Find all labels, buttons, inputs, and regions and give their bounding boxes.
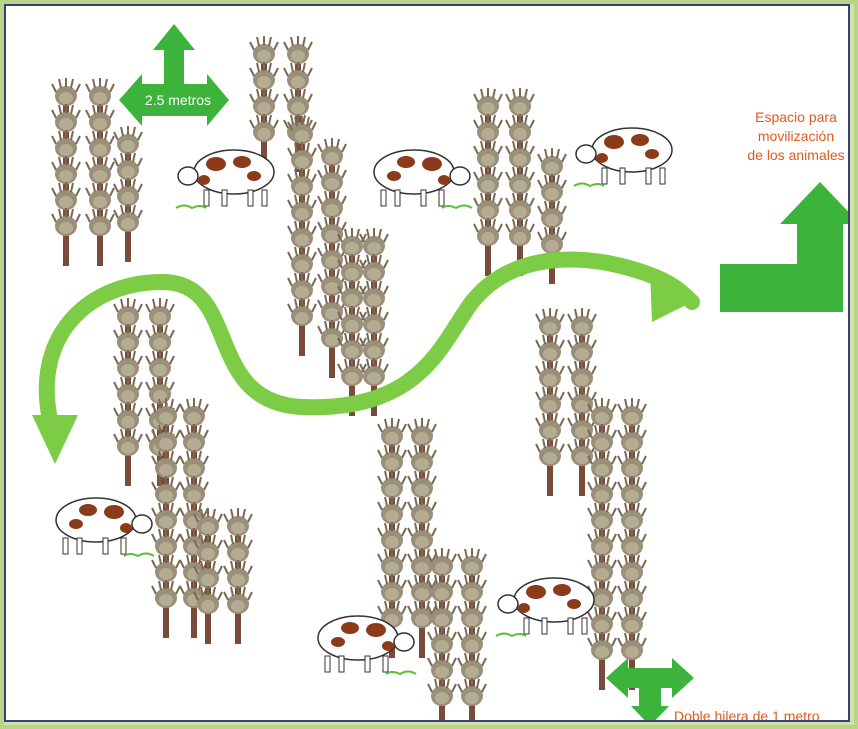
tree-icon bbox=[287, 297, 317, 357]
path-arrowhead-left bbox=[32, 415, 78, 464]
tree-icon bbox=[427, 677, 457, 720]
space-label-line-3: de los animales bbox=[747, 147, 845, 163]
tree-icon bbox=[113, 427, 143, 487]
tree-icon bbox=[457, 677, 487, 720]
space-label-line-2: movilización bbox=[757, 128, 835, 144]
cow-icon bbox=[55, 497, 155, 557]
tree-icon bbox=[151, 579, 181, 639]
cow-icon bbox=[573, 127, 673, 187]
width-label: 2.5 metros bbox=[144, 92, 212, 108]
path-arrowhead-right bbox=[650, 270, 692, 322]
double-row-label: Doble hilera de 1 metro bbox=[674, 708, 820, 722]
cow-icon bbox=[175, 149, 275, 209]
diagram-canvas bbox=[32, 24, 848, 720]
tree-icon bbox=[407, 599, 437, 659]
cow-icon bbox=[317, 615, 417, 675]
tree-icon bbox=[473, 217, 503, 277]
diagram-frame: 2.5 metros Espacio para movilización de … bbox=[4, 4, 850, 722]
tree-icon bbox=[85, 207, 115, 267]
tree-icon bbox=[51, 207, 81, 267]
movement-arrow-icon bbox=[720, 182, 848, 312]
space-label: Espacio para movilización de los animale… bbox=[728, 108, 848, 165]
tree-icon bbox=[535, 437, 565, 497]
movement-path bbox=[38, 251, 700, 428]
tree-icon bbox=[223, 585, 253, 645]
space-label-line-1: Espacio para bbox=[755, 109, 837, 125]
tree-icon bbox=[113, 203, 143, 263]
width-arrow-icon bbox=[119, 24, 229, 126]
cow-icon bbox=[373, 149, 473, 209]
cow-icon bbox=[495, 577, 595, 637]
double-row-arrow-icon bbox=[606, 658, 694, 720]
